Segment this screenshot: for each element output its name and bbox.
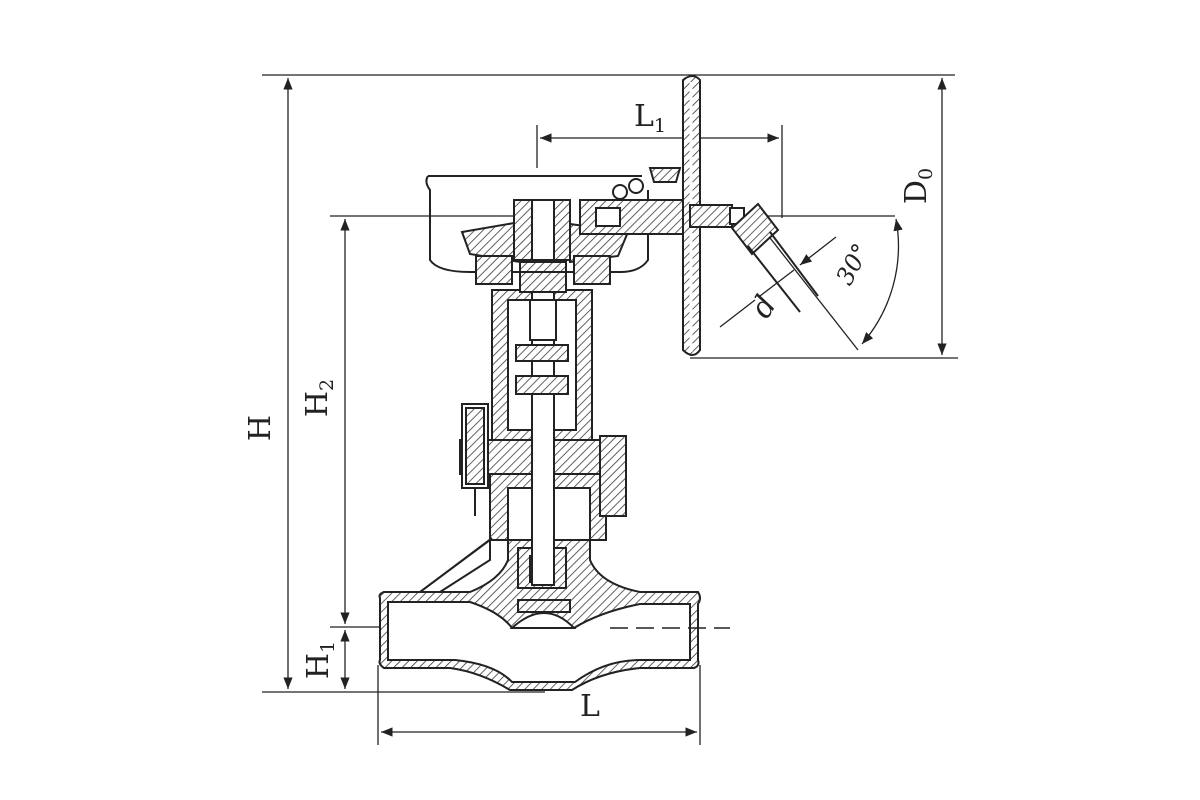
label-H: H	[243, 415, 278, 441]
angle-arc	[861, 218, 903, 345]
label-D0: D0	[899, 168, 937, 204]
label-H1: H1	[301, 641, 339, 679]
dimension-lines	[262, 74, 958, 745]
label-L: L	[580, 689, 600, 724]
label-d: d	[744, 290, 784, 325]
label-angle: 30°	[831, 239, 876, 290]
valve-body	[378, 469, 730, 691]
handwheel	[682, 75, 819, 356]
label-L1: L1	[634, 99, 666, 137]
gear-housing	[425, 167, 691, 285]
bonnet	[459, 204, 627, 586]
label-H2: H2	[300, 379, 338, 417]
